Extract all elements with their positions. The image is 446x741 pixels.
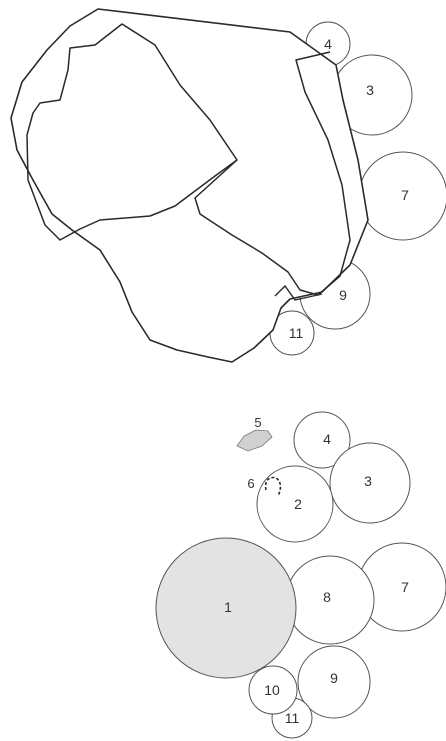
bottom-blob-5 bbox=[237, 430, 272, 451]
bottom-panel: 1 2 3 4 5 6 7 8 9 10 11 bbox=[156, 412, 446, 738]
bottom-label-8: 8 bbox=[323, 589, 331, 605]
bottom-label-4: 4 bbox=[323, 431, 331, 447]
top-label-7: 7 bbox=[401, 187, 409, 203]
bottom-label-10: 10 bbox=[264, 682, 280, 698]
bottom-label-2: 2 bbox=[294, 496, 302, 512]
bottom-label-1: 1 bbox=[224, 599, 232, 615]
top-label-3: 3 bbox=[366, 82, 374, 98]
top-label-4: 4 bbox=[324, 36, 332, 52]
bottom-label-9: 9 bbox=[330, 670, 338, 686]
top-label-9: 9 bbox=[339, 287, 347, 303]
bottom-label-3: 3 bbox=[364, 473, 372, 489]
bottom-label-6: 6 bbox=[247, 476, 254, 491]
bottom-label-7: 7 bbox=[401, 579, 409, 595]
top-label-11: 11 bbox=[289, 325, 304, 341]
top-panel: 4 3 7 9 11 bbox=[11, 9, 446, 362]
bottom-label-5: 5 bbox=[254, 415, 261, 430]
bottom-label-11: 11 bbox=[285, 710, 300, 726]
